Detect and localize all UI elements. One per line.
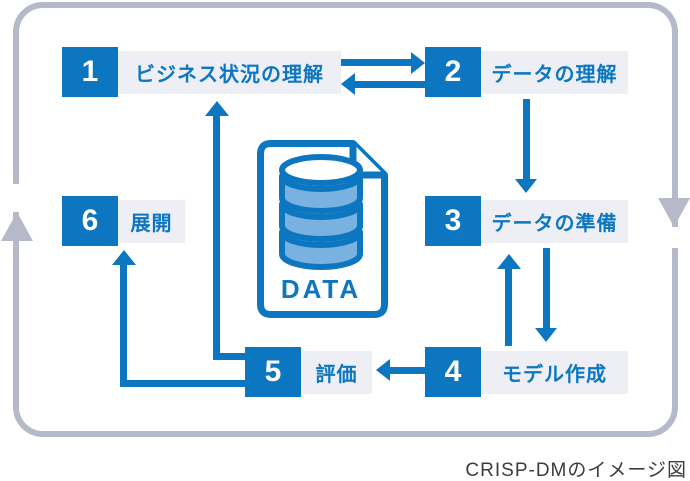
loop-arrow-up-icon [1, 212, 33, 241]
step-number-badge: 6 [62, 196, 118, 246]
step-label: ビジネス状況の理解 [118, 51, 341, 94]
step-label: 展開 [118, 200, 185, 243]
step-label: 評価 [301, 351, 372, 394]
step-number-badge: 1 [62, 47, 118, 97]
diagram-caption: CRISP-DMのイメージ図 [465, 460, 687, 481]
step-label: モデル作成 [481, 351, 628, 394]
step-label: データの準備 [481, 200, 628, 243]
loop-arrow-down-icon [658, 198, 690, 227]
step-number-badge: 5 [245, 347, 301, 397]
database-document-icon: DATA [257, 140, 388, 318]
step-number-badge: 3 [425, 196, 481, 246]
step-label: データの理解 [481, 51, 628, 94]
data-icon-label: DATA [281, 274, 361, 304]
data-file-icon: DATA [257, 140, 388, 318]
loop-gap-left [10, 184, 23, 212]
loop-gap-right [668, 227, 681, 248]
step-number-badge: 2 [425, 47, 481, 97]
step-number-badge: 4 [425, 347, 481, 397]
